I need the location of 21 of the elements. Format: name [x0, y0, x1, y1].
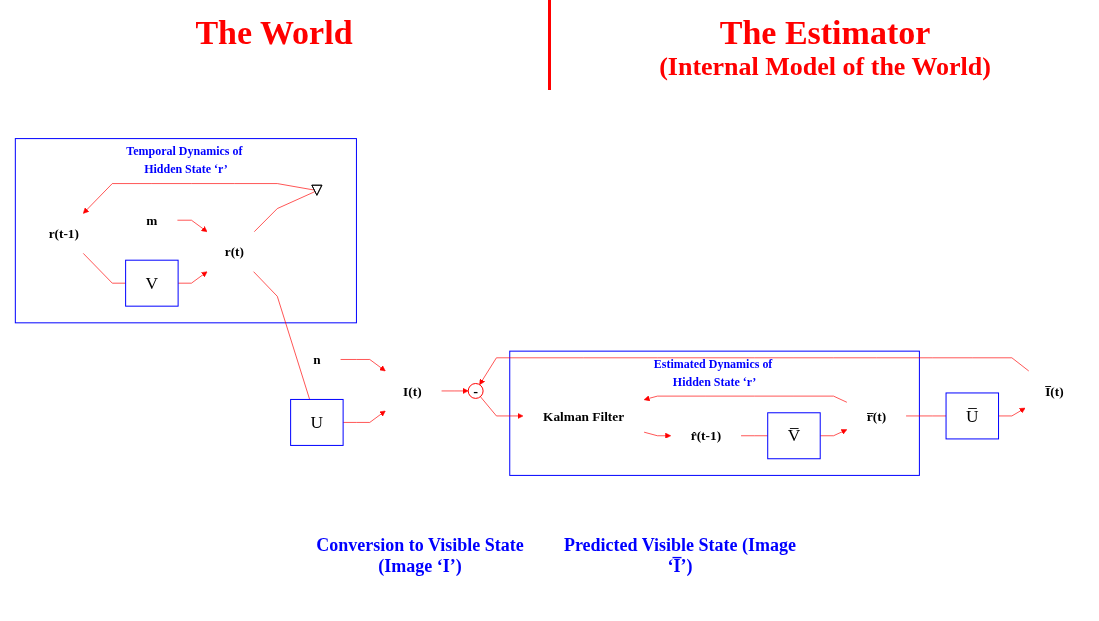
node-text: m	[146, 212, 158, 228]
section-title: The World	[194, 14, 354, 52]
node-text: Kalman Filter	[543, 408, 625, 424]
node-box: V	[125, 259, 179, 307]
node-box: U̅	[945, 392, 1000, 440]
section-subtitle: (Internal Model of the World)	[658, 52, 992, 82]
node-text: I(t)	[403, 383, 422, 399]
node-text: I̅(t)	[1045, 383, 1064, 399]
node-circle: -	[467, 383, 484, 399]
node-box: U	[290, 398, 344, 446]
node-box: V̅	[767, 412, 821, 460]
caption-text: Conversion to Visible State (Image ‘I’)	[315, 535, 525, 577]
caption-text: Predicted Visible State (Image ‘I̅’)	[562, 535, 798, 577]
connector	[253, 271, 310, 400]
node-text: r̂(t-1)	[690, 428, 722, 444]
node-text: r̅(t)	[866, 408, 887, 424]
node-text: r(t)	[224, 244, 244, 260]
node-text: r(t-1)	[48, 226, 79, 241]
node-text: n	[313, 352, 321, 367]
connector	[253, 191, 316, 233]
section-title: The Estimator	[718, 14, 932, 52]
